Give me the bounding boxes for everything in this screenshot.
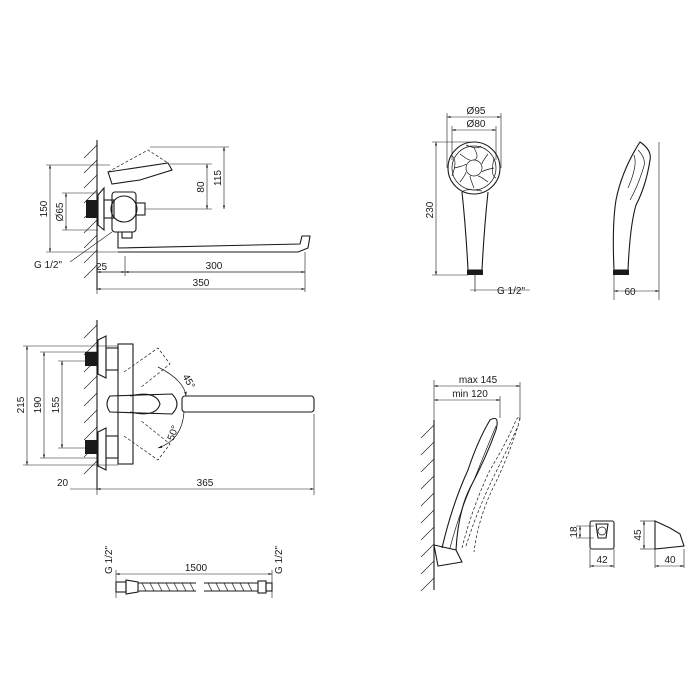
dim-42-label: 42 bbox=[596, 555, 608, 566]
dim-80-label: 80 bbox=[196, 181, 207, 193]
dim-thread-head-label: G 1/2" bbox=[497, 286, 525, 297]
dim-230-label: 230 bbox=[425, 201, 436, 218]
dim-max145-label: max 145 bbox=[459, 375, 498, 386]
dim-45deg-label: 45° bbox=[180, 372, 197, 391]
dim-hose-thread-left-label: G 1/2" bbox=[104, 546, 115, 574]
dim-150-label: 150 bbox=[39, 200, 50, 217]
shower-head-outline bbox=[447, 141, 501, 292]
handheld-shower-in-holder bbox=[433, 416, 520, 567]
dim-1500-label: 1500 bbox=[185, 563, 208, 574]
wall-holder-view: max 145 min 120 bbox=[420, 375, 521, 592]
bracket-side-view: 45 40 bbox=[633, 520, 685, 568]
dim-50deg-label: 50° bbox=[166, 424, 182, 442]
shower-head-side-view: 60 bbox=[612, 141, 660, 300]
dim-115-label: 115 bbox=[213, 170, 224, 186]
dim-hose-thread-right-label: G 1/2" bbox=[274, 546, 285, 574]
dim-215-label: 215 bbox=[16, 396, 27, 413]
dim-20-label: 20 bbox=[57, 478, 69, 489]
dim-365-label: 365 bbox=[197, 478, 214, 489]
dim-d80-label: Ø80 bbox=[467, 119, 486, 130]
dim-25-label: 25 bbox=[96, 262, 108, 273]
dim-thread-label: G 1/2" bbox=[34, 260, 62, 271]
dim-18-label: 18 bbox=[569, 526, 580, 538]
hose-right-segment bbox=[204, 582, 258, 592]
dim-45-label: 45 bbox=[633, 529, 644, 541]
shower-hose-view: G 1/2" 1500 G 1/2" bbox=[104, 546, 285, 598]
front-dimension-lines bbox=[432, 113, 530, 291]
side-dimension-lines bbox=[46, 146, 306, 294]
bracket-front-view: 18 42 bbox=[569, 520, 615, 568]
dim-155-label: 155 bbox=[51, 396, 62, 413]
dim-190-label: 190 bbox=[33, 396, 44, 413]
top-dimension-lines bbox=[23, 345, 315, 495]
nozzle-pattern bbox=[451, 144, 497, 193]
faucet-body bbox=[86, 149, 311, 253]
dim-40-label: 40 bbox=[664, 555, 676, 566]
dim-min120-label: min 120 bbox=[452, 389, 488, 400]
dim-350-label: 350 bbox=[193, 278, 210, 289]
shower-head-front-view: Ø95 Ø80 230 G 1/2" bbox=[425, 106, 530, 297]
hose-left-segment bbox=[138, 582, 196, 592]
dim-60-label: 60 bbox=[624, 287, 636, 298]
faucet-top-view: 215 190 155 45° 50° 20 365 bbox=[16, 320, 315, 495]
top-wall-hatching bbox=[83, 320, 98, 490]
dim-d65-label: Ø65 bbox=[55, 202, 66, 221]
faucet-side-view: 150 Ø65 80 115 G 1/2" 25 300 350 bbox=[34, 140, 311, 294]
holder-wall-hatching bbox=[420, 420, 435, 592]
dim-300-label: 300 bbox=[206, 261, 223, 272]
top-faucet-body bbox=[85, 335, 315, 471]
dim-d95-label: Ø95 bbox=[467, 106, 486, 117]
holder-dimension-lines bbox=[433, 380, 521, 420]
